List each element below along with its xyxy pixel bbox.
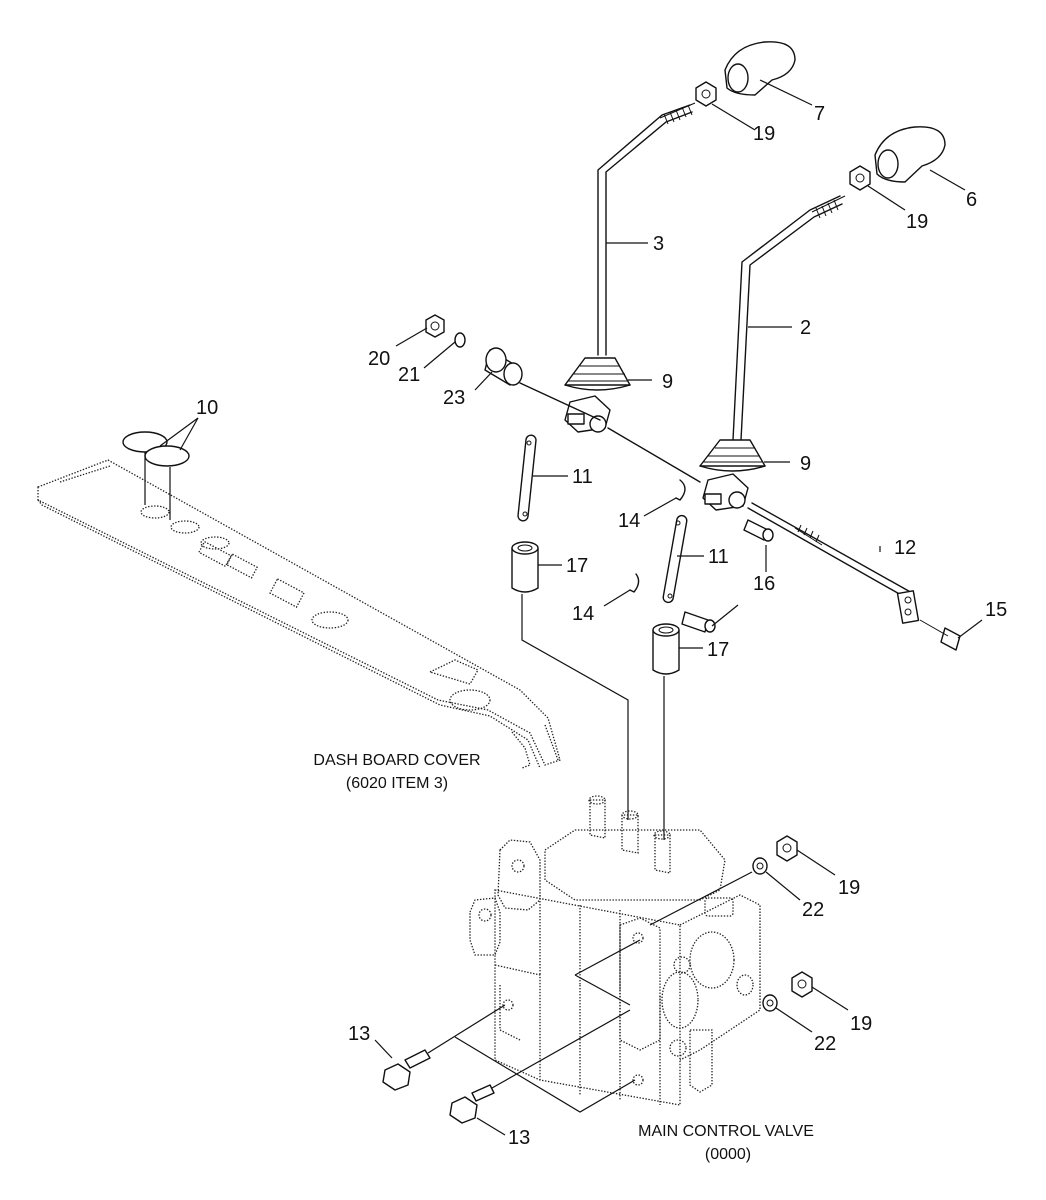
pivot-right — [702, 473, 749, 511]
label-part-22: 22 — [802, 899, 824, 921]
boot-9-right — [699, 439, 766, 472]
pin-16-lower — [681, 611, 716, 633]
bolt-13-lower — [449, 1009, 631, 1124]
label-part-16: 16 — [753, 573, 775, 595]
label-part-2: 2 — [800, 317, 811, 339]
main-control-valve-title: MAIN CONTROL VALVE — [638, 1123, 814, 1140]
link-11-right — [662, 514, 688, 604]
main-control-valve-ref: (0000) — [705, 1146, 751, 1163]
knob-7 — [724, 41, 796, 96]
label-part-6: 6 — [966, 189, 977, 211]
clip-14-lower — [629, 573, 640, 593]
label-part-15: 15 — [985, 599, 1007, 621]
label-part-3: 3 — [653, 233, 664, 255]
lever-3 — [597, 102, 696, 356]
label-part-10: 10 — [196, 397, 218, 419]
dash-board-cover — [37, 459, 561, 769]
label-part-19: 19 — [906, 211, 928, 233]
nut-19-valve-upper — [776, 835, 798, 862]
nut-19-upper — [695, 81, 717, 107]
bolt-15 — [919, 619, 961, 651]
bolt-13-upper — [382, 1004, 506, 1091]
callout-leaders — [374, 79, 983, 1136]
label-part-14: 14 — [572, 603, 594, 625]
label-part-12: 12 — [894, 537, 916, 559]
label-part-23: 23 — [443, 387, 465, 409]
lever-2 — [732, 195, 846, 441]
bushing-17-left — [511, 541, 629, 820]
clip-14-upper — [675, 479, 686, 501]
label-part-17: 17 — [707, 639, 729, 661]
dash-board-cover-ref: (6020 ITEM 3) — [346, 775, 448, 792]
bushing-17-right — [652, 623, 680, 840]
label-part-19: 19 — [850, 1013, 872, 1035]
boot-9-left — [564, 357, 631, 391]
nut-19-mid — [849, 165, 871, 191]
washer-22-upper — [649, 857, 768, 926]
label-part-11: 11 — [708, 546, 729, 568]
valve-bolt-leader — [454, 1036, 636, 1113]
main-control-valve — [469, 795, 761, 1106]
label-part-21: 21 — [398, 364, 420, 386]
label-part-19: 19 — [753, 123, 775, 145]
dash-board-cover-title: DASH BOARD COVER — [313, 752, 480, 769]
label-part-17: 17 — [566, 555, 588, 577]
label-part-7: 7 — [814, 103, 825, 125]
label-part-14: 14 — [618, 510, 640, 532]
label-part-13: 13 — [348, 1023, 370, 1045]
label-part-9: 9 — [800, 453, 811, 475]
bushing-23 — [484, 347, 523, 386]
label-part-20: 20 — [368, 348, 390, 370]
nut-20 — [425, 314, 445, 338]
captions: DASH BOARD COVER (6020 ITEM 3) MAIN CONT… — [313, 752, 813, 1163]
label-part-11: 11 — [572, 466, 593, 488]
knob-6 — [874, 126, 946, 183]
part-10-caps — [122, 417, 199, 520]
washer-21 — [454, 332, 466, 348]
pin-16-upper — [743, 519, 774, 542]
callout-numbers: 7 19 6 19 3 2 9 9 20 21 23 10 11 11 12 1… — [196, 103, 1007, 1149]
shaft-12 — [519, 382, 920, 624]
label-part-13: 13 — [508, 1127, 530, 1149]
link-11-left — [517, 434, 537, 522]
nut-19-valve-lower — [791, 971, 813, 998]
label-part-19: 19 — [838, 877, 860, 899]
label-part-9: 9 — [662, 371, 673, 393]
washer-22-lower — [762, 994, 778, 1012]
label-part-22: 22 — [814, 1033, 836, 1055]
